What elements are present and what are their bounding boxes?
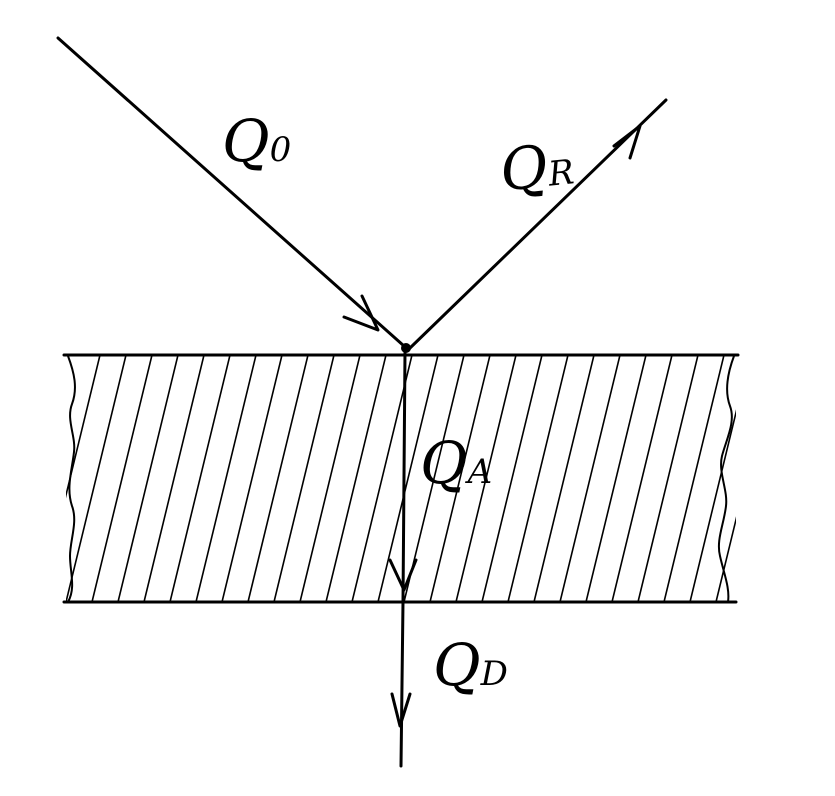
incident-flux-label: Q0 [222,112,291,170]
absorbed-arrow-head [388,558,418,592]
absorbed-flux-label: QA [420,434,492,492]
hatch-line [325,355,387,602]
hatch-line [117,355,179,602]
reflected-arrow-head [612,124,642,160]
hatch-line [637,355,699,602]
hatch-line [221,355,283,602]
hatch-line [481,355,543,602]
hatch-line [742,355,802,602]
transmitted-flux-symbol: Q [433,631,481,699]
hatch-line [91,355,153,602]
hatch-line [377,355,439,602]
reflected-flux-label: QR [497,132,577,205]
transmitted-flux-subscript: D [480,654,508,694]
hatch-line [559,355,621,602]
hatch-line [247,355,309,602]
transmitted-ray [399,600,405,768]
hatch-line [403,355,465,602]
absorbed-ray [401,350,407,604]
hatch-line [429,355,491,602]
hatch-line [195,355,257,602]
hatch-line [66,355,127,602]
slab-left-break-edge [67,355,76,603]
absorbed-flux-subscript: A [467,452,493,492]
incidence-point [401,343,411,353]
hatch-line [507,355,569,602]
hatch-line [533,355,595,602]
incident-ray [56,36,406,348]
hatch-line [455,355,517,602]
incident-arrow-head [342,294,380,332]
hatch-line [585,355,647,602]
hatch-line [663,355,725,602]
hatch-line [143,355,205,602]
hatch-line [273,355,335,602]
hatch-line [689,355,736,602]
absorbed-flux-symbol: Q [420,429,468,497]
hatch-line [715,355,736,602]
hatch-line [611,355,673,602]
slab-hatching [66,355,802,602]
reflected-ray [408,98,668,350]
slab-right-break-edge [717,355,735,603]
incident-flux-symbol: Q [222,107,270,175]
hatch-line [169,355,231,602]
incident-flux-subscript: 0 [269,130,292,170]
transmitted-arrow-head [390,692,412,728]
reflected-flux-subscript: R [546,152,577,195]
hatch-line [299,355,361,602]
reflected-flux-symbol: Q [496,132,552,205]
transmitted-flux-label: QD [433,636,508,694]
hatch-line [351,355,413,602]
